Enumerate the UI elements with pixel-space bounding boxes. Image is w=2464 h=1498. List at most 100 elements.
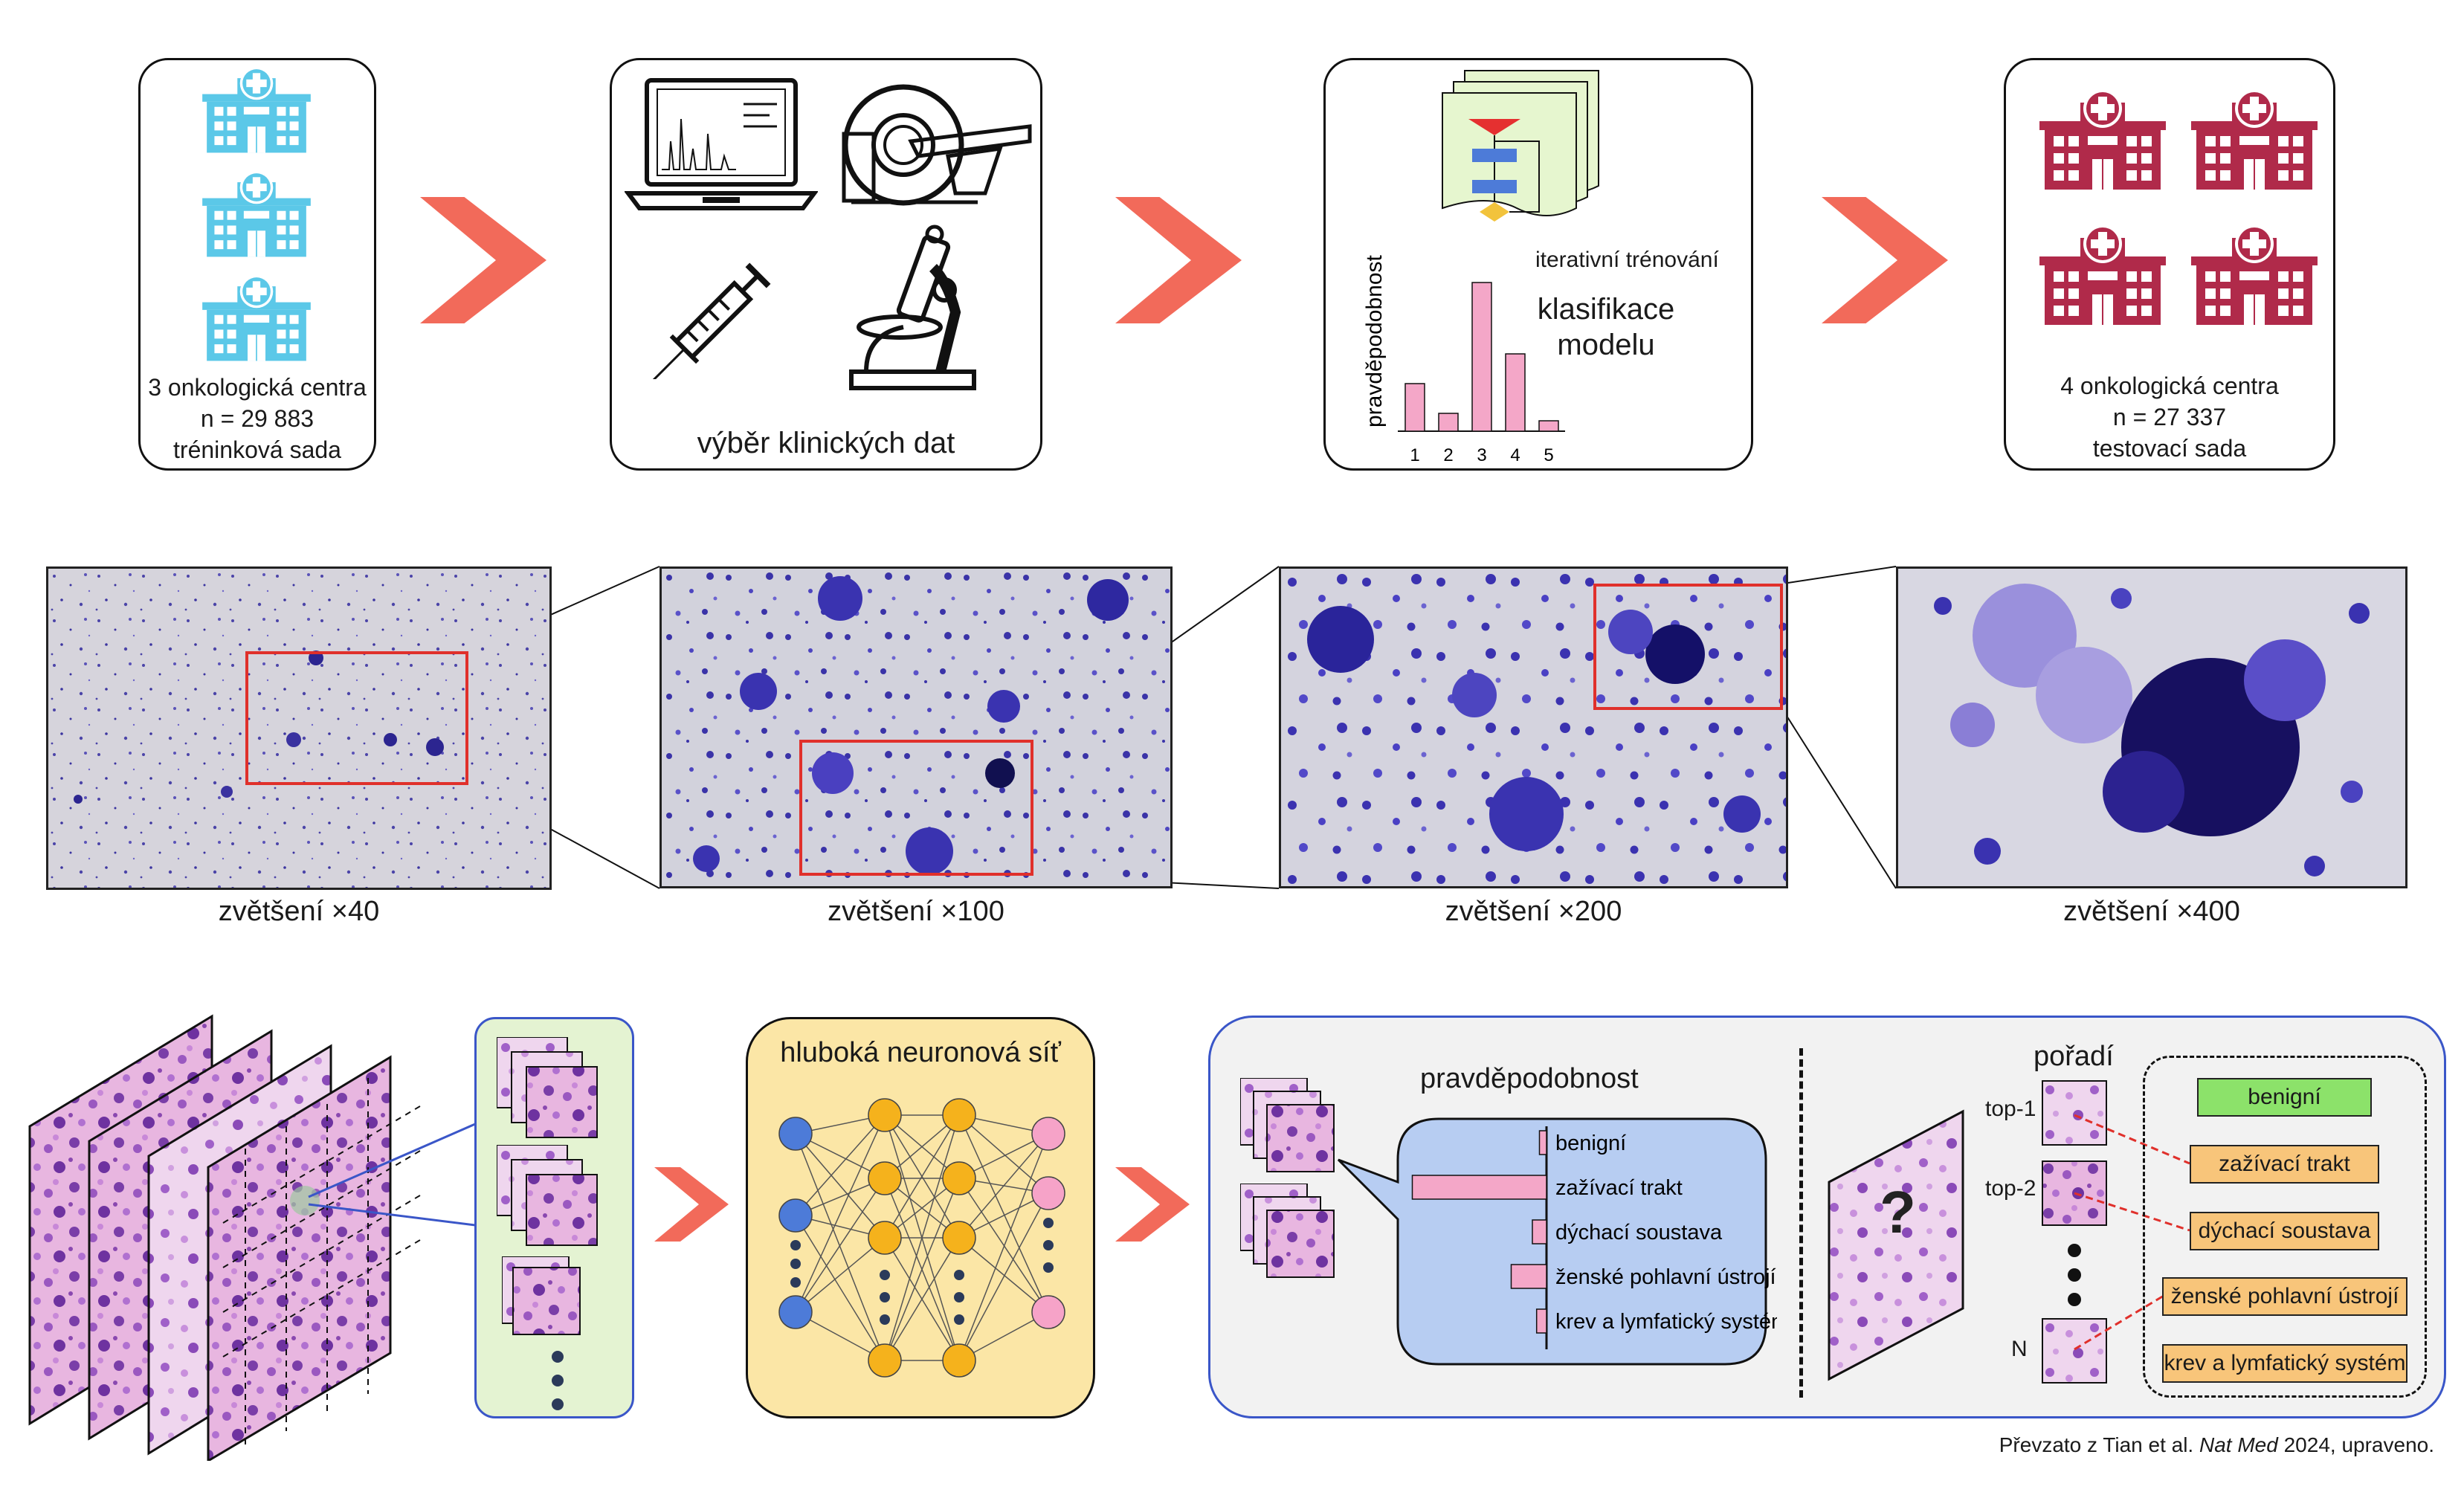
- ellipsis-dot: [1043, 1240, 1054, 1250]
- y-axis-label: pravděpodobnost: [1362, 254, 1387, 427]
- probability-bar: [1510, 1264, 1547, 1289]
- zoom-region-x40: [245, 651, 468, 785]
- test-count-label: n = 27 337: [2112, 404, 2227, 430]
- flowchart-stack-icon: [1442, 70, 1599, 222]
- tag-digestive-tract: zažívací trakt: [2190, 1145, 2379, 1184]
- chart-bar: [1471, 282, 1492, 432]
- ellipsis-dot: [954, 1270, 964, 1280]
- network-node: [868, 1221, 902, 1255]
- rank-top-2-label: top-2: [1985, 1176, 2036, 1201]
- probability-bar-chart: 1 2 3 4 5 pravděpodobnost: [1362, 254, 1565, 465]
- patch-stack-1: [497, 1037, 598, 1138]
- ellipsis-dot: [880, 1292, 890, 1302]
- chevron-right-icon: [1115, 1145, 1190, 1264]
- x-tick-label: 4: [1510, 445, 1520, 465]
- section-divider: [1799, 1048, 1803, 1398]
- x-tick-label: 5: [1544, 445, 1553, 465]
- rank-n-label: N: [2011, 1337, 2028, 1361]
- class-label: benigní: [1555, 1131, 1626, 1155]
- chart-bar: [1505, 353, 1526, 432]
- x-tick-label: 1: [1410, 445, 1419, 465]
- patch-stack-2: [497, 1145, 598, 1246]
- magnification-label-x200: zvětšení ×200: [1445, 896, 1622, 927]
- network-node: [778, 1117, 813, 1151]
- network-node: [942, 1161, 976, 1195]
- ellipsis-dot: [790, 1259, 801, 1269]
- classification-line1: klasifikace: [1537, 293, 1675, 326]
- training-centers-label: 3 onkologická centra: [148, 374, 367, 401]
- input-patch-stack: [1240, 1184, 1335, 1278]
- clinical-data-caption: výběr klinických dat: [697, 427, 955, 459]
- probability-bar: [1538, 1130, 1547, 1155]
- probability-bar: [1535, 1308, 1547, 1334]
- rank-title: pořadí: [2034, 1041, 2114, 1072]
- ellipsis-dot: [954, 1314, 964, 1325]
- network-node: [778, 1295, 813, 1329]
- chart-bar: [1538, 420, 1559, 432]
- tag-female-reproductive: ženské pohlavní ústrojí: [2162, 1277, 2407, 1316]
- neural-network-diagram: [778, 1098, 1065, 1378]
- test-set-label: testovací sada: [2092, 435, 2247, 462]
- patch-stack-3: [502, 1256, 581, 1335]
- x-tick-label: 3: [1477, 445, 1486, 465]
- network-node: [942, 1221, 976, 1255]
- ellipsis-dot: [1043, 1218, 1054, 1228]
- model-classification-label: klasifikace modelu: [1524, 291, 1688, 363]
- iterative-training-label: iterativní trénování: [1535, 248, 1719, 272]
- more-dots-icon: [2068, 1244, 2081, 1306]
- ellipsis-dot: [790, 1240, 801, 1250]
- syringe-icon: [647, 262, 771, 379]
- x-tick-label: 2: [1443, 445, 1453, 465]
- chevron-right-icon: [654, 1145, 729, 1264]
- network-node: [1031, 1176, 1065, 1210]
- laptop-icon: [625, 78, 818, 210]
- magnification-label-x40: zvětšení ×40: [218, 896, 380, 927]
- rank-connectors: [2074, 1114, 2190, 1351]
- tag-respiratory-system: dýchací soustava: [2190, 1212, 2379, 1250]
- zoom-region-x200: [1593, 584, 1783, 710]
- ellipsis-dot: [790, 1277, 801, 1288]
- neural-network-title: hluboká neuronová síť: [780, 1037, 1061, 1068]
- ellipsis-dot: [880, 1270, 890, 1280]
- ct-scanner-icon: [842, 84, 1032, 206]
- network-node: [778, 1198, 813, 1233]
- wsi-slide-stack: [28, 1014, 483, 1461]
- zoom-region-x100: [799, 740, 1033, 876]
- magnification-label-x100: zvětšení ×100: [828, 896, 1004, 927]
- network-node: [1031, 1295, 1065, 1329]
- query-slide: [1828, 1109, 1964, 1381]
- ranked-patch: [2042, 1318, 2107, 1384]
- probability-bar: [1532, 1219, 1547, 1244]
- rank-top-1-label: top-1: [1985, 1097, 2036, 1121]
- class-label: zažívací trakt: [1555, 1176, 1683, 1200]
- input-patch-stack: [1240, 1078, 1335, 1172]
- class-label: dýchací soustava: [1555, 1221, 1723, 1244]
- ellipsis-dot: [1043, 1262, 1054, 1273]
- ranked-patch: [2042, 1080, 2107, 1146]
- class-label: krev a lymfatický systém: [1555, 1310, 1777, 1334]
- class-label: ženské pohlavní ústrojí: [1555, 1265, 1776, 1289]
- class-probability-chart: benigní zažívací trakt dýchací soustava žen…: [1411, 1126, 1777, 1349]
- classification-line2: modelu: [1557, 329, 1655, 361]
- network-node: [942, 1098, 976, 1132]
- ellipsis-dot: [880, 1314, 890, 1325]
- more-dots-icon: [552, 1351, 564, 1410]
- question-mark: ?: [1880, 1179, 1916, 1245]
- source-suffix: 2024, upraveno.: [2277, 1433, 2434, 1456]
- probability-bar: [1411, 1175, 1547, 1200]
- micrograph-x200: [1279, 566, 1788, 888]
- cancer-type-legend: [2143, 1056, 2427, 1398]
- microscope-icon: [849, 225, 976, 390]
- ellipsis-dot: [954, 1292, 964, 1302]
- network-node: [868, 1161, 902, 1195]
- source-prefix: Převzato z Tian et al.: [1999, 1433, 2199, 1456]
- network-node: [868, 1098, 902, 1132]
- tag-benign: benigní: [2197, 1078, 2372, 1117]
- tag-blood-lymphatic: krev a lymfatický systém: [2162, 1344, 2407, 1383]
- network-node: [868, 1343, 902, 1378]
- chart-bar: [1404, 383, 1425, 432]
- micrograph-x100: [659, 566, 1173, 888]
- source-citation: Převzato z Tian et al. Nat Med 2024, upr…: [1999, 1433, 2434, 1457]
- training-set-label: tréninková sada: [173, 436, 341, 463]
- micrograph-x400: [1896, 566, 2407, 888]
